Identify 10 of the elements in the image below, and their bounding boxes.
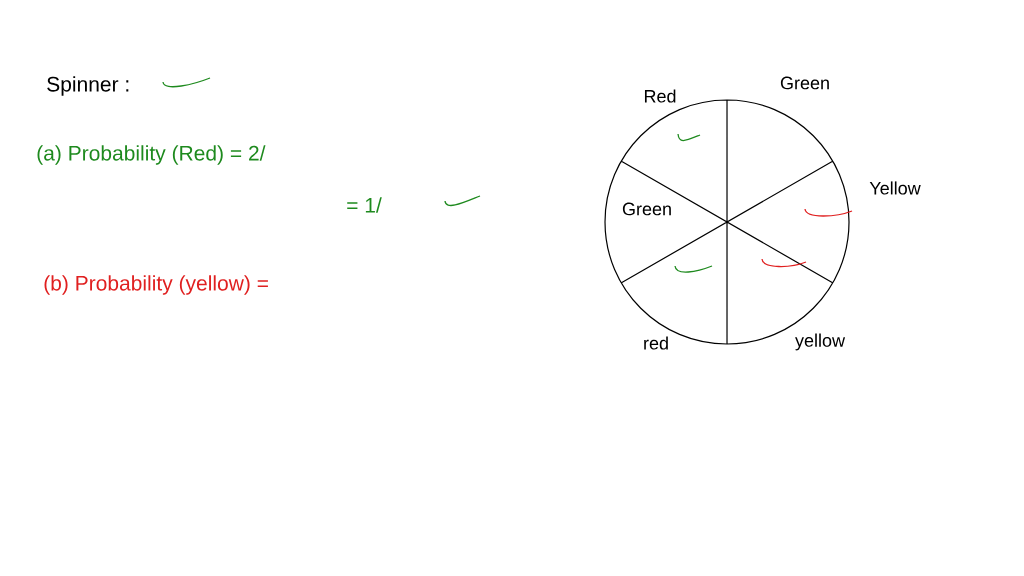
sector-label: Green [780,76,829,90]
question-text: (b) Probability (yellow) = [44,275,268,295]
answer-text: (a) Probability (Red) = 2/ [37,145,266,165]
sector-label: Red [644,89,676,103]
answer-text: = 1/ [347,197,382,213]
sector-label: Yellow [869,181,921,195]
heading-text: Spinner : [47,76,129,96]
sector-label: Green [622,202,671,216]
sector-label: red [644,336,668,350]
sector-label: yellow [795,333,846,351]
